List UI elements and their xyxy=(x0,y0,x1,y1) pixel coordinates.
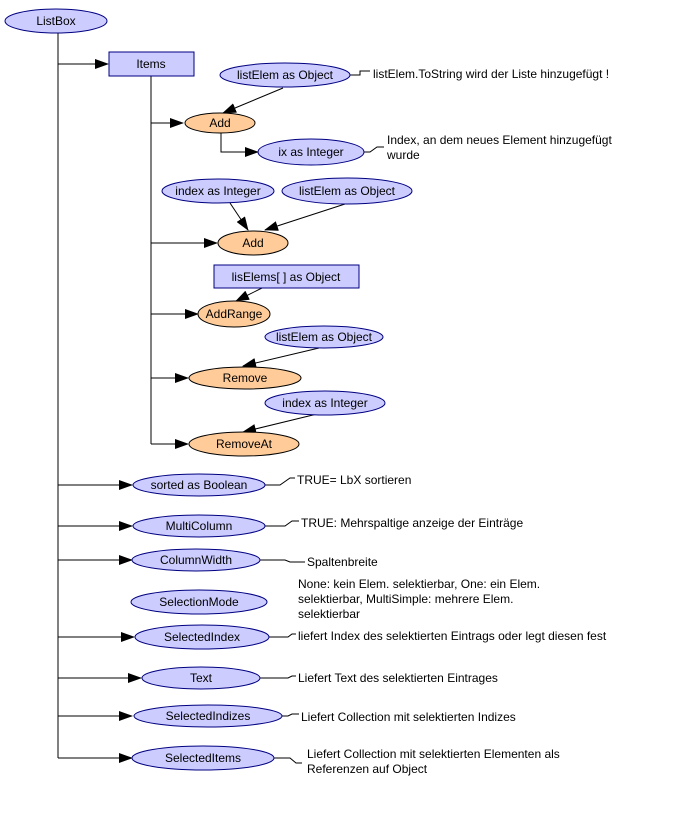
add2-param1-node: index as Integer xyxy=(161,178,275,204)
description-add1-return: Index, an dem neues Element hinzugefügt … xyxy=(386,133,612,162)
description-line: selektierbar, MultiSimple: mehrere Elem. xyxy=(298,592,513,606)
description-selectedindizes: Liefert Collection mit selektierten Indi… xyxy=(301,710,516,724)
remove-param-label: listElem as Object xyxy=(276,330,373,344)
removeat-param-label: index as Integer xyxy=(282,396,367,410)
arrow-removeat-param xyxy=(242,413,318,434)
add1-return-label: ix as Integer xyxy=(278,145,343,159)
text-node: Text xyxy=(141,666,261,690)
description-line: Liefert Collection mit selektierten Indi… xyxy=(301,710,516,724)
description-text: Liefert Text des selektierten Eintrages xyxy=(298,671,498,685)
columnwidth-node: ColumnWidth xyxy=(131,548,261,572)
add2-param2-node: listElem as Object xyxy=(281,177,413,205)
remove-method-node: Remove xyxy=(188,366,302,390)
selecteditems-label: SelectedItems xyxy=(165,751,241,765)
remove-param-node: listElem as Object xyxy=(264,325,384,349)
addrange-method-label: AddRange xyxy=(206,307,263,321)
items-label: Items xyxy=(136,57,165,71)
selectionmode-node: SelectionMode xyxy=(130,589,268,615)
selecteditems-node: SelectedItems xyxy=(131,745,275,771)
listbox-node: ListBox xyxy=(4,8,108,34)
description-add1-param: listElem.ToString wird der Liste hinzuge… xyxy=(373,67,609,81)
selectedindex-label: SelectedIndex xyxy=(164,630,240,644)
addrange-method-node: AddRange xyxy=(197,300,271,328)
add1-method-node: Add xyxy=(184,112,256,134)
description-sorted: TRUE= LbX sortieren xyxy=(297,473,411,487)
sorted-node: sorted as Boolean xyxy=(132,473,266,497)
description-line: Liefert Text des selektierten Eintrages xyxy=(298,671,498,685)
add2-param2-label: listElem as Object xyxy=(299,184,396,198)
description-line: Index, an dem neues Element hinzugefügt xyxy=(387,133,612,147)
description-selectionmode: None: kein Elem. selektierbar, One: ein … xyxy=(298,577,540,621)
add1-param-node: listElem as Object xyxy=(219,62,351,88)
leader-selectedindex xyxy=(269,633,296,638)
description-columnwidth: Spaltenbreite xyxy=(307,555,378,569)
add2-method-node: Add xyxy=(217,230,289,256)
selectedindex-node: SelectedIndex xyxy=(134,624,270,650)
arrow-add2-param1 xyxy=(229,202,249,231)
add1-method-label: Add xyxy=(209,116,230,130)
removeat-method-node: RemoveAt xyxy=(188,431,300,457)
sorted-label: sorted as Boolean xyxy=(151,478,248,492)
removeat-method-label: RemoveAt xyxy=(216,437,273,451)
description-line: Referenzen auf Object xyxy=(307,762,428,776)
leader-add1-return xyxy=(364,146,384,153)
multicolumn-label: MultiColumn xyxy=(166,519,233,533)
arrow-addrange-param xyxy=(235,287,263,302)
remove-method-label: Remove xyxy=(223,371,268,385)
columnwidth-label: ColumnWidth xyxy=(160,553,232,567)
leader-multicolumn xyxy=(265,520,299,527)
addrange-param-node: lisElems[ ] as Object xyxy=(213,264,360,289)
description-line: selektierbar xyxy=(298,607,360,621)
description-line: Liefert Collection mit selektierten Elem… xyxy=(307,747,560,761)
arrow-add1-param xyxy=(222,87,284,114)
arrow-remove-param xyxy=(242,347,320,368)
selectedindizes-node: SelectedIndizes xyxy=(133,704,283,728)
leader-columnwidth xyxy=(260,559,305,563)
add1-param-label: listElem as Object xyxy=(237,68,334,82)
listbox-label: ListBox xyxy=(36,14,75,28)
description-selecteditems: Liefert Collection mit selektierten Elem… xyxy=(307,747,560,776)
description-line: wurde xyxy=(386,148,420,162)
description-line: TRUE: Mehrspaltige anzeige der Einträge xyxy=(301,516,523,530)
add1-return-node: ix as Integer xyxy=(257,138,365,166)
arrow-add1-return xyxy=(220,133,259,157)
text-label: Text xyxy=(190,671,213,685)
items-node: Items xyxy=(108,51,195,77)
description-line: liefert Index des selektierten Eintrags … xyxy=(298,629,607,643)
selectedindizes-label: SelectedIndizes xyxy=(166,709,251,723)
leader-selecteditems xyxy=(274,757,302,764)
description-line: None: kein Elem. selektierbar, One: ein … xyxy=(298,577,540,591)
addrange-param-label: lisElems[ ] as Object xyxy=(232,270,341,284)
selectionmode-label: SelectionMode xyxy=(159,595,239,609)
leader-add1-param xyxy=(350,70,370,76)
connectors xyxy=(57,31,384,764)
arrow-add2-param2 xyxy=(264,203,346,231)
add2-param1-label: index as Integer xyxy=(175,184,260,198)
description-multicolumn: TRUE: Mehrspaltige anzeige der Einträge xyxy=(301,516,523,530)
description-line: Spaltenbreite xyxy=(307,555,378,569)
add2-method-label: Add xyxy=(242,236,263,250)
multicolumn-node: MultiColumn xyxy=(132,514,266,538)
description-line: TRUE= LbX sortieren xyxy=(297,473,411,487)
description-selectedindex: liefert Index des selektierten Eintrags … xyxy=(298,629,607,643)
removeat-param-node: index as Integer xyxy=(264,390,386,416)
leader-text xyxy=(260,675,296,679)
leader-sorted xyxy=(265,477,295,486)
description-line: listElem.ToString wird der Liste hinzuge… xyxy=(373,67,609,81)
